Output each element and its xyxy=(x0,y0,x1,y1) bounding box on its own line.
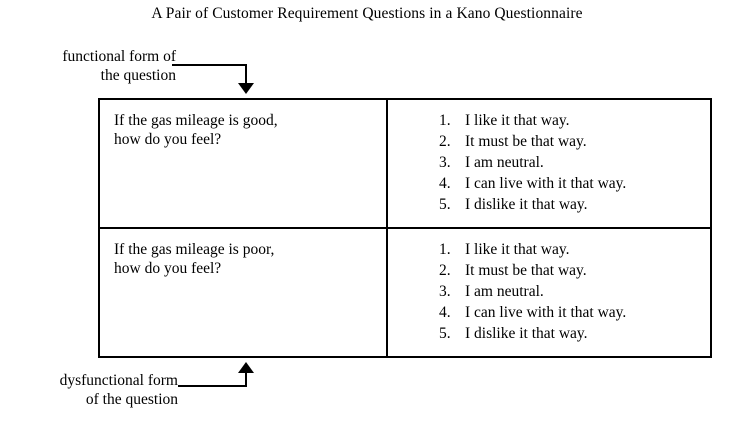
dysfunctional-form-label: dysfunctional form of the question xyxy=(6,371,178,409)
list-item[interactable]: 3. I am neutral. xyxy=(439,281,710,302)
question-text: If the gas mileage is good, how do you f… xyxy=(114,111,386,149)
answer-number: 4. xyxy=(439,304,451,321)
question-cell-functional: If the gas mileage is good, how do you f… xyxy=(100,100,388,227)
answer-label: I like it that way. xyxy=(465,112,570,129)
list-item[interactable]: 1. I like it that way. xyxy=(439,239,710,260)
answers-cell-functional: 1. I like it that way. 2. It must be tha… xyxy=(388,100,710,227)
answer-number: 2. xyxy=(439,262,451,279)
list-item[interactable]: 4. I can live with it that way. xyxy=(439,302,710,323)
answer-number: 3. xyxy=(439,283,451,300)
table-row: If the gas mileage is poor, how do you f… xyxy=(100,227,710,356)
functional-form-label: functional form of the question xyxy=(6,47,176,85)
answer-label: I am neutral. xyxy=(465,154,544,171)
answer-label: I can live with it that way. xyxy=(465,304,627,321)
question-cell-dysfunctional: If the gas mileage is poor, how do you f… xyxy=(100,229,388,356)
answer-number: 3. xyxy=(439,154,451,171)
functional-form-label-line1: functional form of xyxy=(62,48,176,65)
list-item[interactable]: 2. It must be that way. xyxy=(439,131,710,152)
answer-list: 1. I like it that way. 2. It must be tha… xyxy=(388,239,710,344)
question-text-line1: If the gas mileage is poor, xyxy=(114,241,275,258)
answer-number: 5. xyxy=(439,325,451,342)
table-row: If the gas mileage is good, how do you f… xyxy=(100,100,710,227)
answer-number: 5. xyxy=(439,196,451,213)
answer-list: 1. I like it that way. 2. It must be tha… xyxy=(388,110,710,215)
list-item[interactable]: 5. I dislike it that way. xyxy=(439,194,710,215)
arrow-down-icon xyxy=(238,83,254,94)
arrow-up-icon xyxy=(238,362,254,373)
answer-number: 2. xyxy=(439,133,451,150)
answer-number: 1. xyxy=(439,112,451,129)
answer-label: I am neutral. xyxy=(465,283,544,300)
dysfunctional-leader-line-horizontal xyxy=(178,385,247,387)
answer-number: 1. xyxy=(439,241,451,258)
functional-leader-line-vertical xyxy=(245,64,247,85)
question-text-line2: how do you feel? xyxy=(114,131,222,148)
dysfunctional-form-label-line2: of the question xyxy=(85,391,178,408)
dysfunctional-form-label-line1: dysfunctional form xyxy=(59,372,178,389)
list-item[interactable]: 1. I like it that way. xyxy=(439,110,710,131)
answer-number: 4. xyxy=(439,175,451,192)
figure-title: A Pair of Customer Requirement Questions… xyxy=(151,5,583,22)
answers-cell-dysfunctional: 1. I like it that way. 2. It must be tha… xyxy=(388,229,710,356)
answer-label: It must be that way. xyxy=(465,262,587,279)
functional-leader-line-horizontal xyxy=(172,64,247,66)
list-item[interactable]: 3. I am neutral. xyxy=(439,152,710,173)
functional-form-label-line2: the question xyxy=(100,67,176,84)
answer-label: I dislike it that way. xyxy=(465,325,588,342)
dysfunctional-leader-line-vertical xyxy=(245,372,247,387)
list-item[interactable]: 5. I dislike it that way. xyxy=(439,323,710,344)
answer-label: I like it that way. xyxy=(465,241,570,258)
list-item[interactable]: 4. I can live with it that way. xyxy=(439,173,710,194)
question-text-line1: If the gas mileage is good, xyxy=(114,112,278,129)
kano-questionnaire-table: If the gas mileage is good, how do you f… xyxy=(98,98,712,358)
answer-label: It must be that way. xyxy=(465,133,587,150)
question-text: If the gas mileage is poor, how do you f… xyxy=(114,240,386,278)
question-text-line2: how do you feel? xyxy=(114,260,222,277)
answer-label: I can live with it that way. xyxy=(465,175,627,192)
list-item[interactable]: 2. It must be that way. xyxy=(439,260,710,281)
answer-label: I dislike it that way. xyxy=(465,196,588,213)
